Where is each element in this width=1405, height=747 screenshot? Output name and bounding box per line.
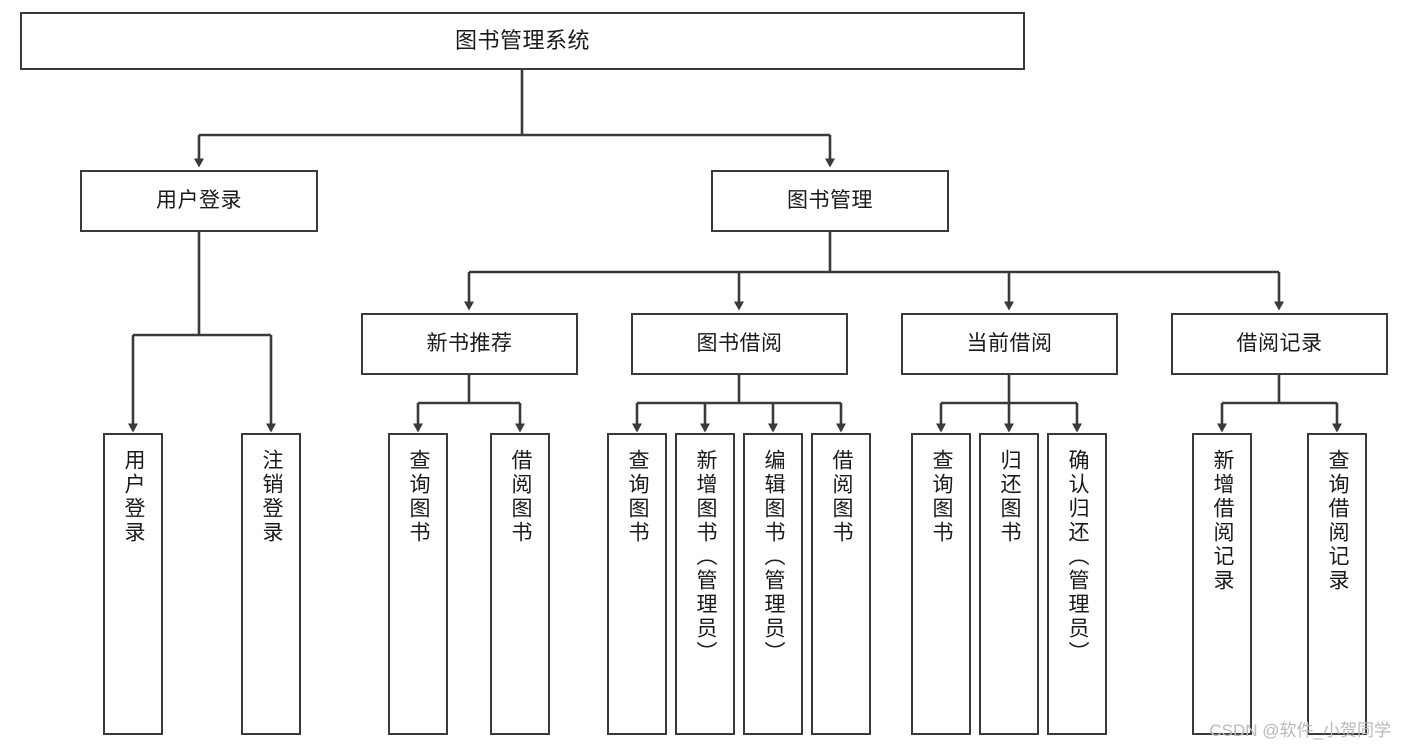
node-leaf-query-book-1[interactable]: 查询图书 (388, 433, 448, 735)
node-leaf-return-book[interactable]: 归还图书 (979, 433, 1039, 735)
node-label: 用户登录 (122, 449, 146, 545)
node-leaf-query-book-2[interactable]: 查询图书 (607, 433, 667, 735)
node-user-login[interactable]: 用户登录 (80, 170, 318, 232)
node-label: 新增借阅记录 (1211, 449, 1235, 593)
node-leaf-borrow-book-1[interactable]: 借阅图书 (490, 433, 550, 735)
node-leaf-add-book[interactable]: 新增图书（管理员） (675, 433, 735, 735)
node-label: 查询图书 (930, 449, 954, 545)
node-book-management[interactable]: 图书管理 (711, 170, 949, 232)
node-label: 图书管理 (787, 188, 873, 212)
node-label: 图书管理系统 (454, 28, 590, 54)
node-leaf-confirm-return[interactable]: 确认归还（管理员） (1047, 433, 1107, 735)
node-label: 查询借阅记录 (1326, 449, 1350, 593)
node-label: 借阅记录 (1236, 331, 1323, 355)
node-leaf-logout-login[interactable]: 注销登录 (241, 433, 301, 735)
node-leaf-user-login[interactable]: 用户登录 (103, 433, 163, 735)
node-book-borrow[interactable]: 图书借阅 (631, 313, 848, 375)
node-leaf-query-book-3[interactable]: 查询图书 (911, 433, 971, 735)
node-current-borrow[interactable]: 当前借阅 (901, 313, 1118, 375)
node-borrow-record[interactable]: 借阅记录 (1171, 313, 1388, 375)
node-label: 归还图书 (998, 449, 1022, 545)
watermark-text: CSDN @软件_小贺同学 (1209, 721, 1391, 740)
node-label: 借阅图书 (830, 449, 854, 545)
node-label: 确认归还（管理员） (1066, 449, 1090, 665)
node-label: 编辑图书（管理员） (762, 449, 786, 665)
node-label: 注销登录 (260, 449, 284, 545)
node-new-book-recommend[interactable]: 新书推荐 (361, 313, 578, 375)
node-label: 当前借阅 (966, 331, 1053, 355)
node-label: 借阅图书 (509, 449, 533, 545)
node-label: 查询图书 (626, 449, 650, 545)
node-leaf-edit-book[interactable]: 编辑图书（管理员） (743, 433, 803, 735)
node-label: 用户登录 (156, 188, 242, 212)
node-leaf-add-record[interactable]: 新增借阅记录 (1192, 433, 1252, 735)
node-leaf-borrow-book-2[interactable]: 借阅图书 (811, 433, 871, 735)
node-label: 新增图书（管理员） (694, 449, 718, 665)
node-label: 新书推荐 (426, 331, 513, 355)
node-root-book-management-system[interactable]: 图书管理系统 (20, 12, 1025, 70)
node-label: 查询图书 (407, 449, 431, 545)
node-leaf-query-record[interactable]: 查询借阅记录 (1307, 433, 1367, 735)
node-label: 图书借阅 (696, 331, 783, 355)
